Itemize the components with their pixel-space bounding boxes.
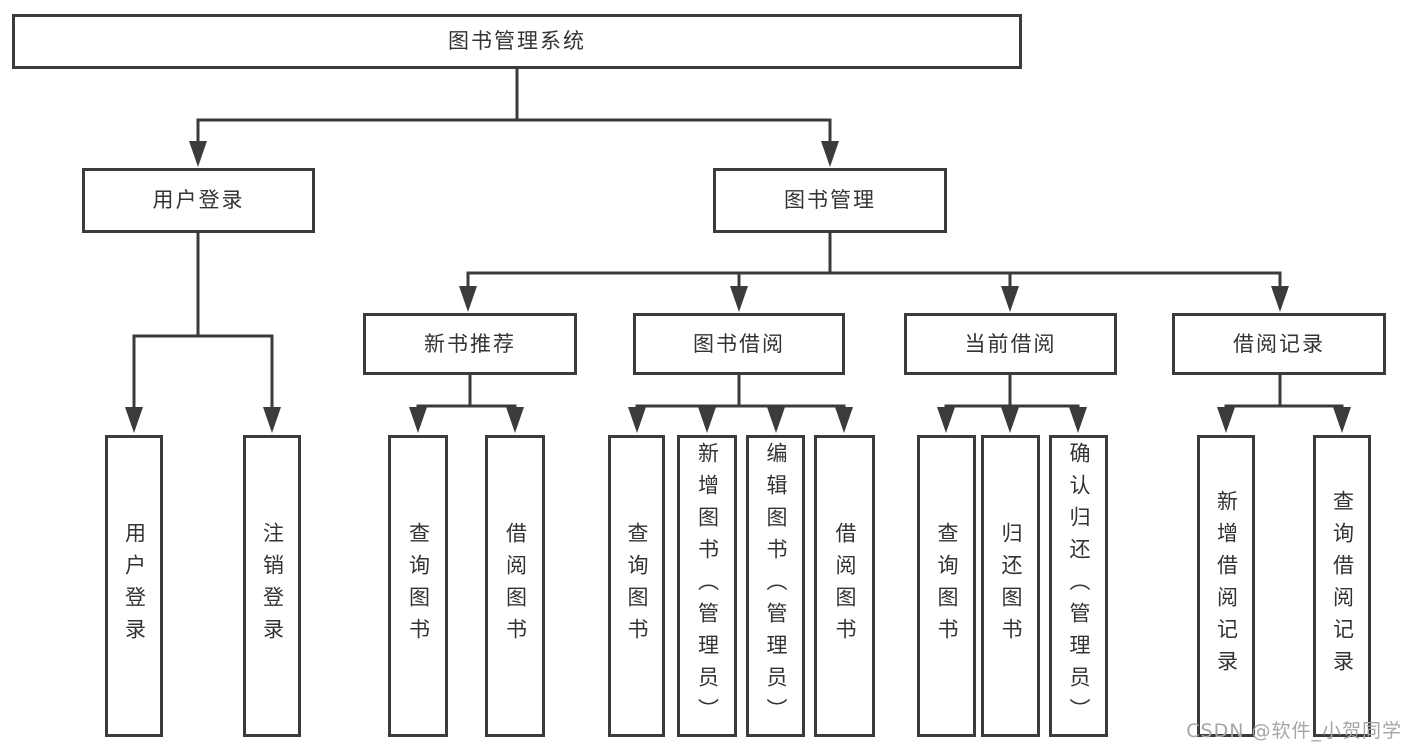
node-book-management-label: 图书管理 bbox=[784, 188, 876, 212]
node-leaf-return-book-label: 归还图书 bbox=[999, 522, 1023, 650]
node-leaf-add-borrow-record-label: 新增借阅记录 bbox=[1214, 490, 1239, 682]
node-book-management: 图书管理 bbox=[713, 168, 947, 233]
node-leaf-query-borrow-record-label: 查询借阅记录 bbox=[1330, 490, 1355, 682]
node-leaf-confirm-return-admin-label: 确认归还（管理员） bbox=[1067, 442, 1091, 730]
node-leaf-edit-book-admin-label: 编辑图书（管理员） bbox=[764, 442, 788, 730]
node-leaf-add-book-admin: 新增图书（管理员） bbox=[677, 435, 737, 737]
node-root-label: 图书管理系统 bbox=[448, 29, 586, 53]
node-root: 图书管理系统 bbox=[12, 14, 1022, 69]
node-current-borrowing: 当前借阅 bbox=[904, 313, 1117, 375]
node-leaf-query-book-current: 查询图书 bbox=[917, 435, 976, 737]
node-user-login-label: 用户登录 bbox=[152, 188, 245, 212]
node-leaf-logout-label: 注销登录 bbox=[260, 522, 285, 650]
node-leaf-logout: 注销登录 bbox=[243, 435, 301, 737]
node-new-book-recommendation: 新书推荐 bbox=[363, 313, 577, 375]
node-leaf-user-login: 用户登录 bbox=[105, 435, 163, 737]
node-leaf-query-book-current-label: 查询图书 bbox=[935, 522, 959, 650]
node-leaf-borrow-book-recommend-label: 借阅图书 bbox=[503, 522, 528, 650]
csdn-watermark: CSDN @软件_小贺同学 bbox=[1186, 720, 1402, 742]
node-leaf-add-borrow-record: 新增借阅记录 bbox=[1197, 435, 1255, 737]
node-leaf-query-book-borrowing: 查询图书 bbox=[608, 435, 665, 737]
node-book-borrowing: 图书借阅 bbox=[633, 313, 845, 375]
node-book-borrowing-label: 图书借阅 bbox=[693, 331, 785, 356]
node-user-login: 用户登录 bbox=[82, 168, 315, 233]
node-leaf-borrow-book-recommend: 借阅图书 bbox=[485, 435, 545, 737]
node-borrowing-records-label: 借阅记录 bbox=[1233, 331, 1325, 356]
node-leaf-edit-book-admin: 编辑图书（管理员） bbox=[746, 435, 805, 737]
node-leaf-add-book-admin-label: 新增图书（管理员） bbox=[695, 442, 720, 730]
node-leaf-query-book-borrowing-label: 查询图书 bbox=[625, 522, 649, 650]
node-leaf-borrow-book-label: 借阅图书 bbox=[833, 522, 857, 650]
node-leaf-query-borrow-record: 查询借阅记录 bbox=[1313, 435, 1371, 737]
node-leaf-confirm-return-admin: 确认归还（管理员） bbox=[1049, 435, 1108, 737]
node-leaf-query-book-recommend-label: 查询图书 bbox=[406, 522, 431, 650]
node-leaf-query-book-recommend: 查询图书 bbox=[388, 435, 448, 737]
node-current-borrowing-label: 当前借阅 bbox=[964, 331, 1057, 356]
node-leaf-borrow-book: 借阅图书 bbox=[814, 435, 875, 737]
node-new-book-recommendation-label: 新书推荐 bbox=[424, 331, 516, 356]
node-borrowing-records: 借阅记录 bbox=[1172, 313, 1386, 375]
node-leaf-user-login-label: 用户登录 bbox=[122, 522, 147, 650]
node-leaf-return-book: 归还图书 bbox=[981, 435, 1040, 737]
